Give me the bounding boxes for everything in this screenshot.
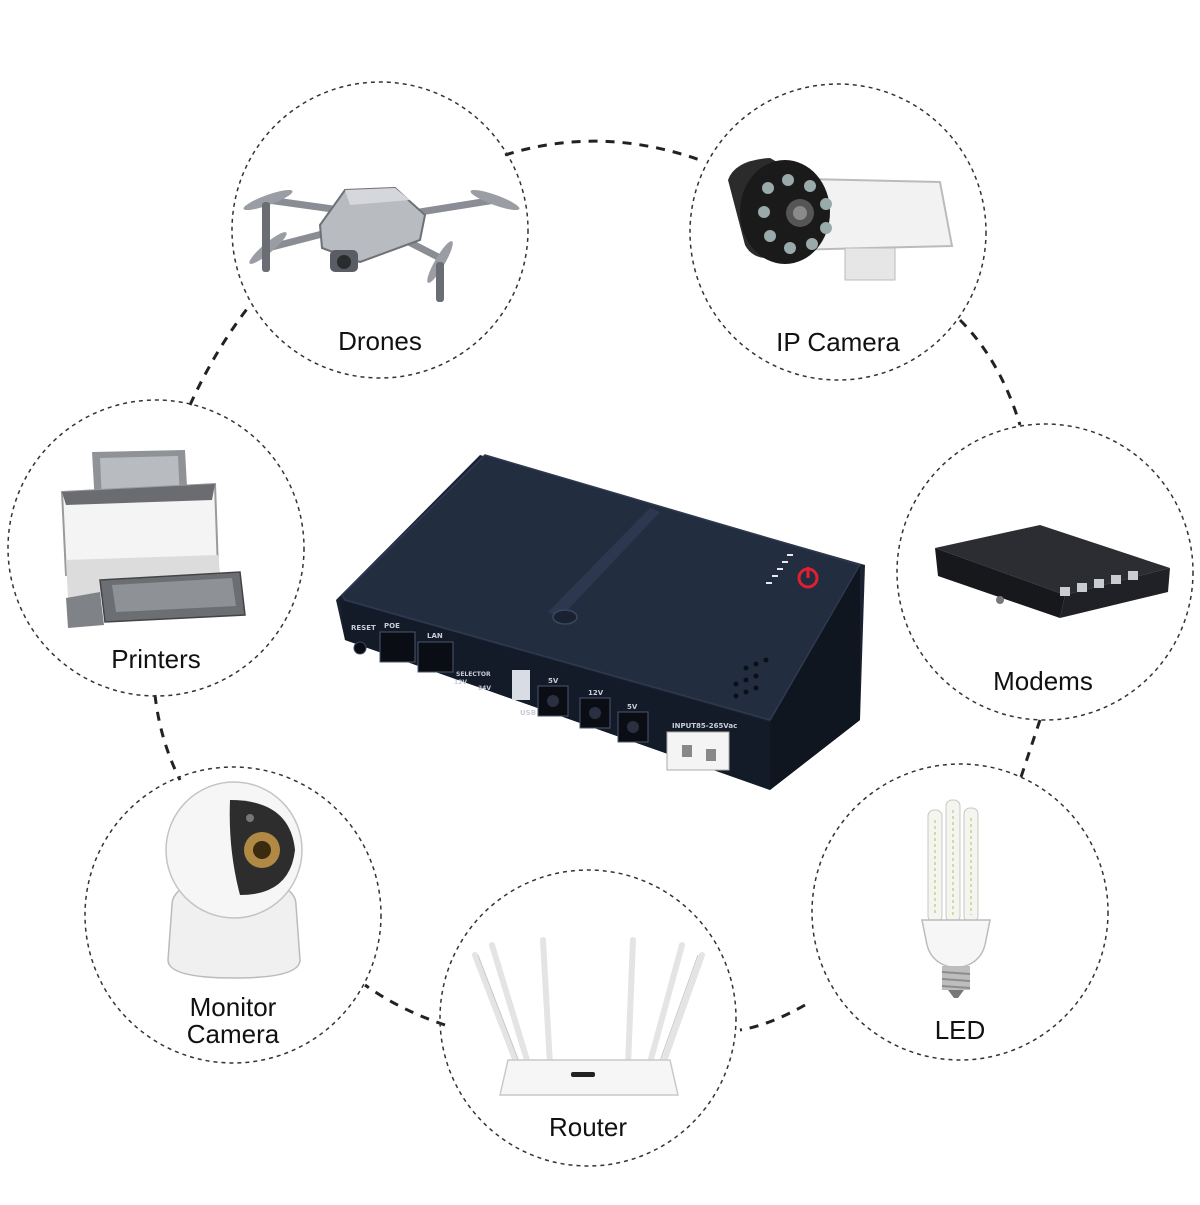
circle-drones (231, 81, 529, 379)
circle-monitor-camera (84, 766, 382, 1064)
monitor-camera-label-line1: Monitor (190, 992, 277, 1022)
monitor-camera-icon (165, 781, 303, 979)
printers-label: Printers (111, 644, 201, 674)
router-label: Router (549, 1112, 627, 1142)
dc-5v-port-b-label: 5V (627, 703, 638, 711)
circle-printers (7, 399, 305, 697)
router-icon (472, 937, 705, 1096)
connection-ring (153, 139, 1042, 1032)
usb-port-label: USB (520, 709, 536, 717)
drone-icon (243, 186, 520, 302)
monitor-camera-label-line2: Camera (187, 1019, 280, 1049)
lan-port-label: LAN (427, 632, 443, 640)
circle-ip-camera (689, 83, 987, 381)
printer-icon (60, 450, 246, 628)
circle-modems (896, 423, 1194, 721)
selector-label: SELECTOR (456, 671, 491, 678)
mini-ups-device: RESET POE LAN SELECTOR 12V 24V USB 5V 12… (336, 454, 865, 790)
input-port-label: INPUT85-265Vac (672, 722, 737, 730)
drones-label: Drones (338, 326, 422, 356)
led-bulb-icon (921, 799, 991, 998)
selector-12v-label: 12V (454, 679, 467, 686)
poe-port-label: POE (384, 622, 400, 630)
circle-led (811, 763, 1109, 1061)
dc-5v-port-a-label: 5V (548, 677, 559, 685)
dc-12v-port-label: 12V (588, 689, 604, 697)
led-label: LED (935, 1015, 986, 1045)
ip-camera-label: IP Camera (776, 327, 900, 357)
selector-24v-label: 24V (478, 685, 491, 692)
modem-icon (935, 525, 1170, 618)
reset-port-label: RESET (351, 624, 376, 632)
device-circles (7, 81, 1194, 1167)
ip-camera-icon (728, 158, 954, 281)
circle-router (439, 869, 737, 1167)
modems-label: Modems (993, 666, 1093, 696)
